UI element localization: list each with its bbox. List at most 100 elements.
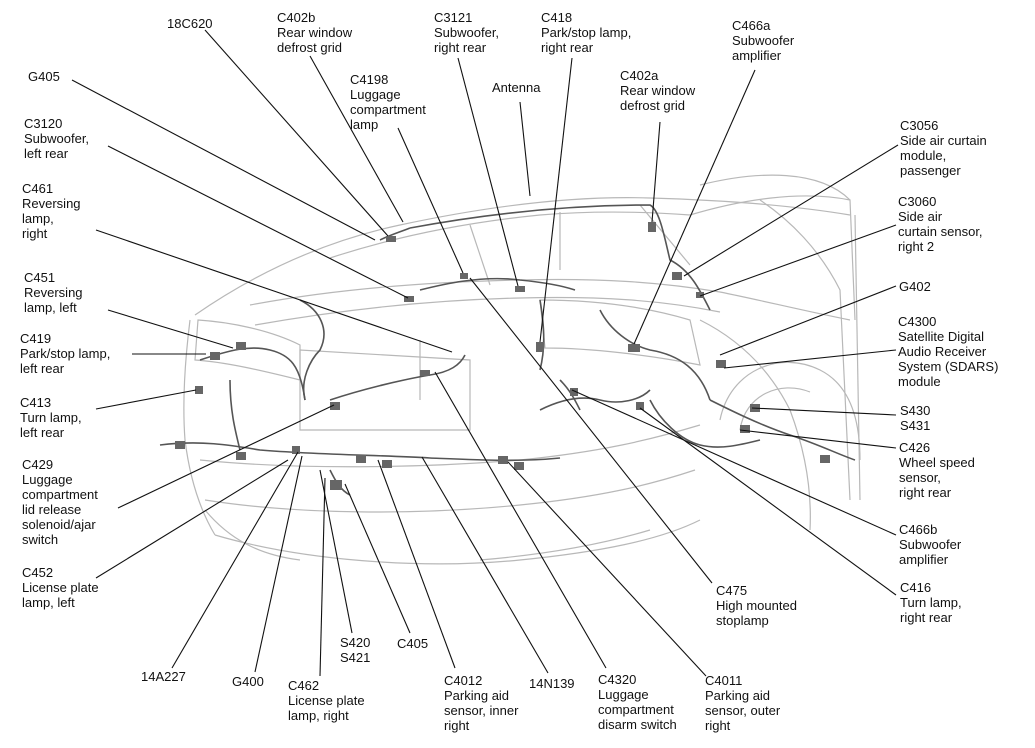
- leader-lines: [71, 29, 899, 677]
- label-c462-line: C462: [288, 678, 320, 693]
- label-c418-line: Park/stop lamp,: [541, 25, 632, 40]
- label-c426-line: Wheel speed: [899, 455, 975, 470]
- label-c466b-line: Subwoofer: [899, 537, 962, 552]
- label-c429-line: compartment: [22, 487, 98, 502]
- label-c3121-line: C3121: [434, 10, 473, 25]
- label-c452: C452 License plate lamp, left: [22, 565, 99, 610]
- label-c452-line: lamp, left: [22, 595, 75, 610]
- label-s430-s431: S430 S431: [900, 403, 930, 433]
- label-c475-line: stoplamp: [716, 613, 769, 628]
- label-c418-line: C418: [541, 10, 573, 25]
- label-c475-line: High mounted: [716, 598, 797, 613]
- label-18c620-line: 18C620: [167, 16, 213, 31]
- label-g402-line: G402: [899, 279, 931, 294]
- label-antenna-line: Antenna: [492, 80, 541, 95]
- label-c413: C413 Turn lamp, left rear: [20, 395, 82, 440]
- label-c3056: C3056 Side air curtain module, passenger: [900, 118, 987, 178]
- label-c402b: C402b Rear window defrost grid: [277, 10, 352, 55]
- label-c466a: C466a Subwoofer amplifier: [732, 18, 794, 63]
- label-c3060: C3060 Side air curtain sensor, right 2: [898, 194, 983, 254]
- label-s430-line: S430: [900, 403, 931, 418]
- label-c413-line: Turn lamp,: [20, 410, 82, 425]
- label-14a227: 14A227: [141, 669, 186, 684]
- label-c452-line: C452: [22, 565, 54, 580]
- label-c418-line: right rear: [541, 40, 594, 55]
- label-c426-line: right rear: [899, 485, 952, 500]
- label-c3120-line: Subwoofer,: [24, 131, 90, 146]
- label-c413-line: left rear: [20, 425, 65, 440]
- label-c3060-line: right 2: [898, 239, 935, 254]
- label-c4320-line: Luggage: [598, 687, 649, 702]
- label-c4320-line: disarm switch: [598, 717, 677, 732]
- label-c429-line: Luggage: [22, 472, 73, 487]
- label-c426-line: sensor,: [899, 470, 941, 485]
- label-c461-line: lamp,: [22, 211, 54, 226]
- label-c3120-line: left rear: [24, 146, 69, 161]
- label-c416-line: Turn lamp,: [900, 595, 962, 610]
- label-c4012-line: C4012: [444, 673, 483, 688]
- label-c4011-line: C4011: [705, 673, 743, 688]
- label-c402a-line: Rear window: [620, 83, 696, 98]
- label-c429-line: solenoid/ajar: [22, 517, 96, 532]
- label-c426: C426 Wheel speed sensor, right rear: [899, 440, 975, 500]
- label-g405-line: G405: [28, 69, 60, 84]
- label-g402: G402: [899, 279, 931, 294]
- label-c4011-line: right: [705, 718, 731, 733]
- label-c3060-line: Side air: [898, 209, 943, 224]
- label-c451-line: Reversing: [24, 285, 83, 300]
- label-c405-line: C405: [397, 636, 429, 651]
- label-g400: G400: [232, 674, 264, 689]
- label-c4300-line: module: [898, 374, 941, 389]
- label-c419-line: C419: [20, 331, 52, 346]
- label-c402a: C402a Rear window defrost grid: [620, 68, 695, 113]
- label-c429-line: switch: [22, 532, 59, 547]
- label-14n139-line: 14N139: [529, 676, 575, 691]
- label-c429: C429 Luggage compartment lid release sol…: [22, 457, 98, 547]
- label-c4300-line: System (SDARS): [898, 359, 999, 374]
- label-c3121-line: Subwoofer,: [434, 25, 500, 40]
- label-c4198-line: compartment: [350, 102, 426, 117]
- label-s421-line: S421: [340, 650, 371, 665]
- label-c416-line: right rear: [900, 610, 953, 625]
- label-c402b-line: Rear window: [277, 25, 353, 40]
- label-c466a-line: amplifier: [732, 48, 782, 63]
- label-c402a-line: defrost grid: [620, 98, 686, 113]
- vehicle-body-outline: [183, 174, 861, 565]
- label-s420-line: S420: [340, 635, 371, 650]
- label-c461-line: Reversing: [22, 196, 81, 211]
- label-c3121-line: right rear: [434, 40, 487, 55]
- label-c419-line: Park/stop lamp,: [20, 346, 111, 361]
- label-14a227-line: 14A227: [141, 669, 186, 684]
- label-c461-line: C461: [22, 181, 54, 196]
- label-c3120-line: C3120: [24, 116, 63, 131]
- label-c426-line: C426: [899, 440, 931, 455]
- label-c416: C416 Turn lamp, right rear: [900, 580, 962, 625]
- label-c4320-line: C4320: [598, 672, 637, 687]
- label-c418: C418 Park/stop lamp, right rear: [541, 10, 631, 55]
- wiring-harness: [159, 204, 856, 496]
- label-c402a-line: C402a: [620, 68, 659, 83]
- label-antenna: Antenna: [492, 80, 540, 95]
- label-c3056-line: passenger: [900, 163, 961, 178]
- label-c3121: C3121 Subwoofer, right rear: [434, 10, 499, 55]
- label-c4011-line: Parking aid: [705, 688, 771, 703]
- label-14n139: 14N139: [529, 676, 575, 691]
- label-c4300-line: C4300: [898, 314, 937, 329]
- label-c461-line: right: [22, 226, 48, 241]
- label-18c620: 18C620: [167, 16, 213, 31]
- label-s420-s421: S420 S421: [340, 635, 370, 665]
- label-c475: C475 High mounted stoplamp: [716, 583, 797, 628]
- label-c419-line: left rear: [20, 361, 65, 376]
- label-c3060-line: curtain sensor,: [898, 224, 983, 239]
- label-c4012-line: right: [444, 718, 470, 733]
- label-c466b-line: amplifier: [899, 552, 949, 567]
- label-c466b-line: C466b: [899, 522, 938, 537]
- label-c4320-line: compartment: [598, 702, 674, 717]
- label-c4198-line: C4198: [350, 72, 389, 87]
- label-c402b-line: C402b: [277, 10, 316, 25]
- label-c462-line: License plate: [288, 693, 365, 708]
- label-g405: G405: [28, 69, 60, 84]
- label-c413-line: C413: [20, 395, 52, 410]
